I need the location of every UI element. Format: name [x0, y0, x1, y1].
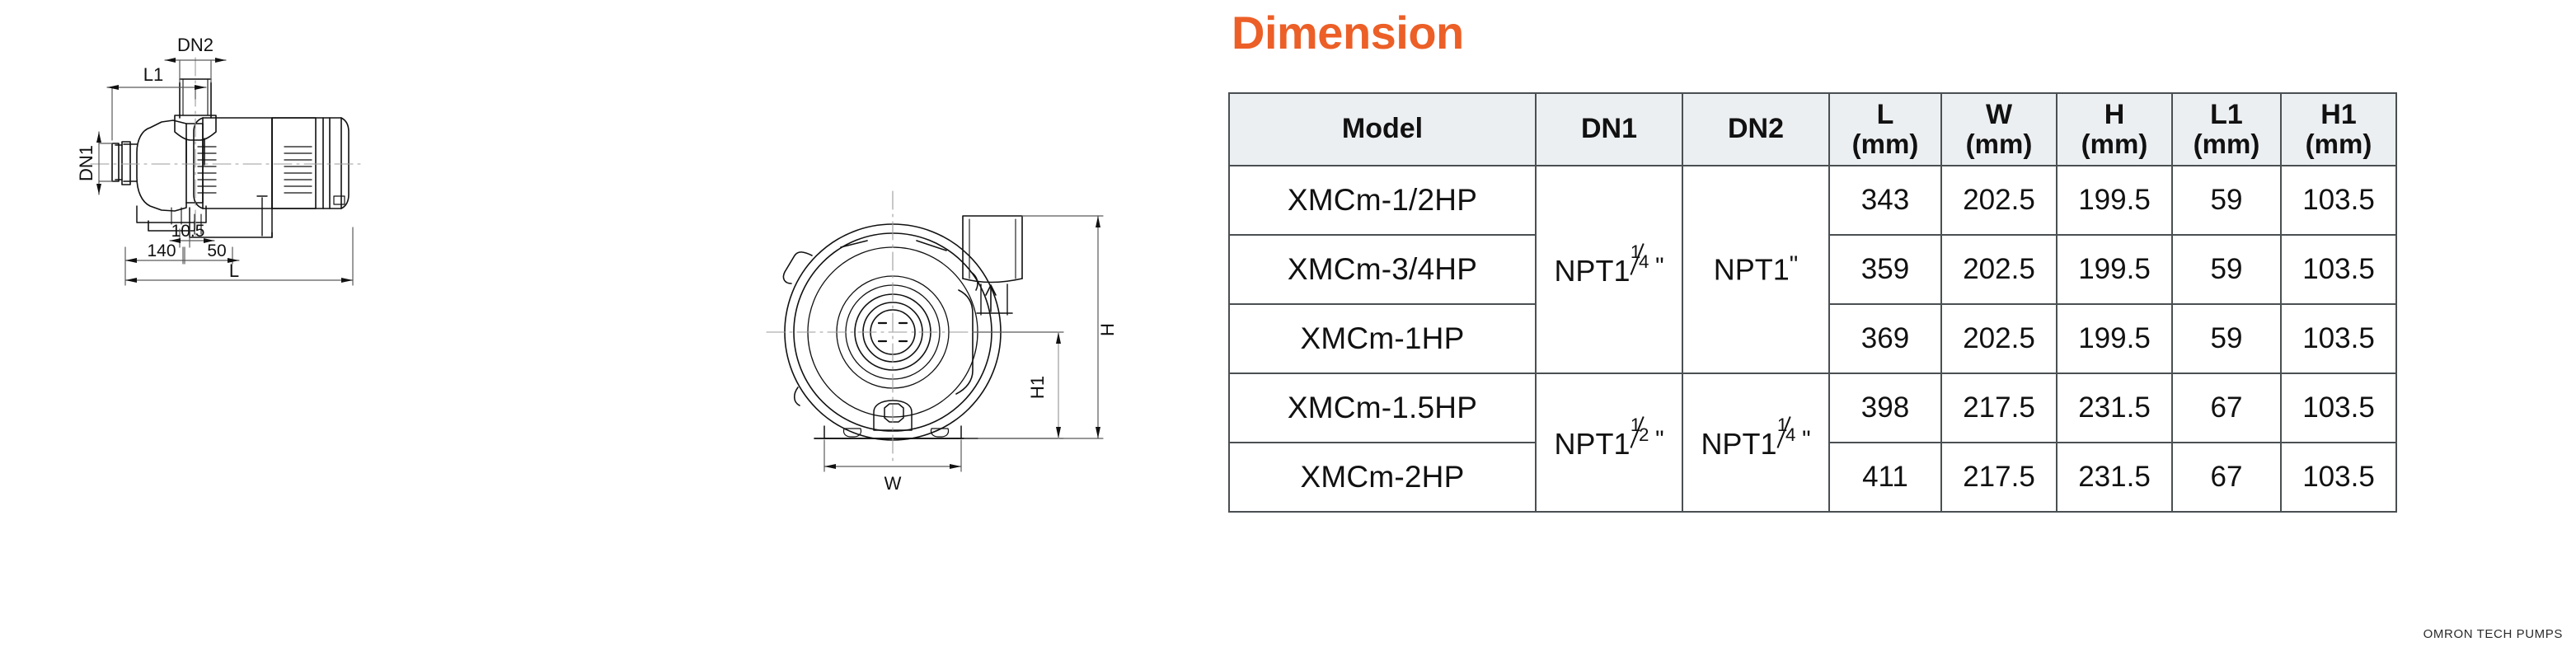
header-h1: H1 (mm) — [2280, 92, 2397, 166]
header-l: L (mm) — [1828, 92, 1942, 166]
cell-l: 343 — [1828, 165, 1942, 236]
cell-h1: 103.5 — [2280, 442, 2397, 513]
cell-h: 199.5 — [2056, 303, 2173, 374]
cell-h: 199.5 — [2056, 165, 2173, 236]
cell-l1: 67 — [2171, 442, 2282, 513]
drawing-dim-140: 140 — [147, 241, 176, 260]
cell-w: 202.5 — [1940, 165, 2058, 236]
cell-l: 411 — [1828, 442, 1942, 513]
cell-model: XMCm-3/4HP — [1228, 234, 1537, 305]
cell-l: 359 — [1828, 234, 1942, 305]
drawing-label-dn2: DN2 — [177, 35, 213, 55]
side-view-drawing — [90, 57, 364, 241]
header-dn2: DN2 — [1682, 92, 1830, 166]
table-row: XMCm-2HP 411 217.5 231.5 67 103.5 — [1228, 442, 2397, 513]
cell-w: 202.5 — [1940, 234, 2058, 305]
page-title: Dimension — [1232, 7, 1464, 59]
cell-h1: 103.5 — [2280, 165, 2397, 236]
cell-l1: 59 — [2171, 165, 2282, 236]
technical-drawing-panel: DN2 L1 DN1 10.5 140 50 L H H1 W — [0, 0, 1204, 656]
cell-h1: 103.5 — [2280, 234, 2397, 305]
cell-model: XMCm-1.5HP — [1228, 373, 1537, 443]
header-model: Model — [1228, 92, 1537, 166]
cell-w: 217.5 — [1940, 442, 2058, 513]
header-dn1: DN1 — [1535, 92, 1683, 166]
drawing-label-dn1: DN1 — [76, 145, 96, 181]
side-view-arrowheads — [96, 58, 353, 283]
cell-h: 231.5 — [2056, 373, 2173, 443]
cell-w: 202.5 — [1940, 303, 2058, 374]
front-view-dimension-lines — [823, 215, 1104, 472]
cell-l1: 67 — [2171, 373, 2282, 443]
front-view-arrowheads — [824, 216, 1100, 469]
cell-model: XMCm-2HP — [1228, 442, 1537, 513]
table-row: XMCm-1HP 369 202.5 199.5 59 103.5 — [1228, 303, 2397, 374]
cell-l1: 59 — [2171, 303, 2282, 374]
table-row: XMCm-3/4HP 359 202.5 199.5 59 103.5 — [1228, 234, 2397, 305]
dimension-table-panel: Dimension Model DN1 DN2 — [1220, 0, 2576, 656]
drawing-label-h1: H1 — [1027, 376, 1048, 399]
cell-h1: 103.5 — [2280, 303, 2397, 374]
drawing-label-l: L — [229, 260, 239, 281]
drawing-label-w: W — [884, 473, 902, 494]
footer-brand: OMRON TECH PUMPS — [2423, 627, 2563, 641]
header-w: W (mm) — [1940, 92, 2058, 166]
drawing-dim-50: 50 — [207, 241, 226, 260]
cell-l1: 59 — [2171, 234, 2282, 305]
drawing-label-l1: L1 — [143, 64, 163, 85]
header-h: H (mm) — [2056, 92, 2173, 166]
drawing-dim-10-5: 10.5 — [171, 222, 205, 241]
cell-dn2-group-1: NPT1" — [1682, 165, 1830, 374]
cell-l: 369 — [1828, 303, 1942, 374]
front-view-drawing — [766, 190, 1064, 462]
header-l1: L1 (mm) — [2171, 92, 2282, 166]
cell-h: 231.5 — [2056, 442, 2173, 513]
cell-h: 199.5 — [2056, 234, 2173, 305]
cell-model: XMCm-1/2HP — [1228, 165, 1537, 236]
cell-model: XMCm-1HP — [1228, 303, 1537, 374]
cell-w: 217.5 — [1940, 373, 2058, 443]
pump-dimension-drawing: DN2 L1 DN1 10.5 140 50 L H H1 W — [76, 35, 1118, 494]
cell-l: 398 — [1828, 373, 1942, 443]
table-header-row: Model DN1 DN2 L (mm) W (mm) — [1228, 92, 2397, 166]
drawing-label-h: H — [1097, 323, 1118, 336]
dimension-table: Model DN1 DN2 L (mm) W (mm) — [1228, 92, 2397, 513]
cell-h1: 103.5 — [2280, 373, 2397, 443]
